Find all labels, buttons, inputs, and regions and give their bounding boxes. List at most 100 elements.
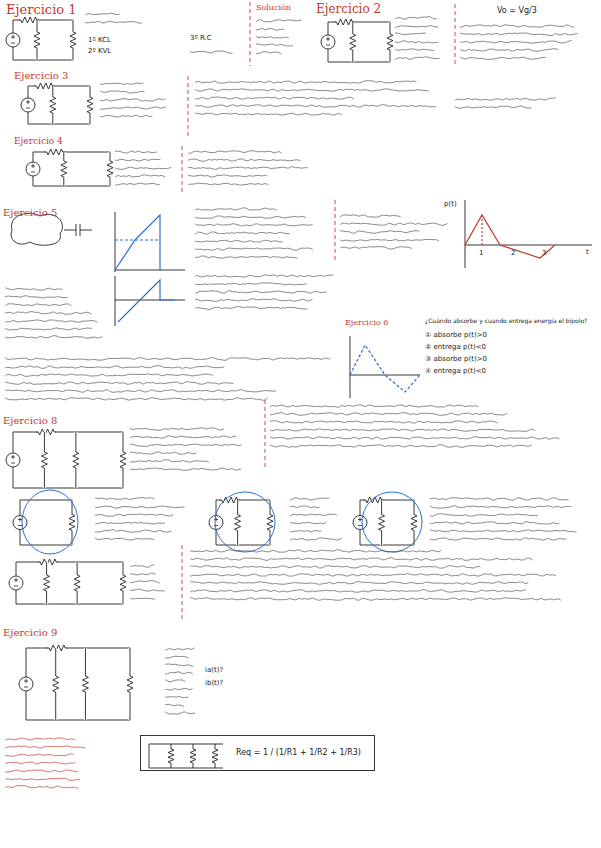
resistor-symbol [74,562,80,604]
plot-line [481,215,482,245]
handwritten-scribble [340,215,401,217]
handwritten-scribble [95,514,173,516]
resistor-symbol [82,648,88,720]
handwritten-scribble [270,421,498,423]
circuit-sketch [321,18,393,62]
note-text: p(t) [444,200,457,208]
handwritten-scribble [340,231,419,234]
handwritten-scribble [100,91,145,93]
handwritten-scribble [195,113,342,115]
handwritten-scribble [165,688,193,690]
separator-line [265,400,266,470]
handwritten-scribble [5,320,97,322]
handwritten-scribble [115,175,166,177]
handwritten-scribble [270,445,532,448]
plot-axes [350,336,420,398]
handwritten-scribble [395,17,437,20]
handwritten-scribble [256,52,282,55]
handwritten-scribble [100,115,152,117]
handwritten-scribble [100,99,166,102]
voltage-source [9,576,23,590]
handwritten-scribble [5,336,102,339]
handwritten-scribble [5,312,92,315]
plot-axes [115,212,185,272]
handwritten-scribble [5,754,74,756]
handwritten-scribble [130,565,154,567]
handwritten-scribble [455,106,531,108]
resistor-symbol [73,432,79,488]
plot-line [465,215,555,258]
separator-line [250,2,251,66]
handwritten-scribble [5,304,72,307]
resistor-symbol [127,648,133,720]
handwritten-scribble [460,49,559,51]
note-text: ¿Cuándo absorbe y cuando entrega energía… [425,318,587,325]
handwritten-scribble [195,232,290,235]
handwritten-scribble [130,581,160,584]
exercise-heading: Solución [256,3,291,12]
handwritten-scribble [130,436,236,438]
voltage-source [6,33,20,47]
handwritten-scribble [115,151,157,153]
source-sign [14,578,18,586]
exercise-heading: Ejercicio 8 [3,415,57,427]
note-text: t [586,248,589,256]
circuit-sketch [6,428,126,488]
source-sign [31,164,35,172]
handwritten-scribble [190,558,533,561]
circuit-sketch [21,82,93,124]
handwritten-scribble [5,390,276,393]
plot-axes [465,200,592,268]
handwritten-scribble [340,223,448,225]
source-sign [26,100,30,108]
handwritten-scribble [188,183,268,185]
handwritten-scribble [190,598,561,600]
handwritten-scribble [130,598,155,599]
handwritten-scribble [290,530,322,532]
handwritten-scribble [195,291,326,294]
handwritten-scribble [256,44,293,46]
handwritten-scribble [195,105,436,108]
handwritten-scribble [130,589,165,591]
plot-line [115,239,160,240]
handwritten-scribble [190,582,528,585]
handwritten-scribble [5,738,76,741]
handwritten-scribble [256,20,301,22]
handwritten-scribble [395,33,426,35]
plot-line [350,345,420,392]
separator-line [455,4,456,66]
note-text: ③ absorbe p(t)>0 [425,355,487,363]
handwritten-scribble [5,296,68,298]
handwritten-scribble [395,57,440,59]
handwritten-scribble [290,498,329,500]
handwritten-scribble [115,183,160,185]
handwritten-scribble [190,590,526,593]
handwritten-scribble [5,328,92,330]
handwritten-scribble [115,167,171,169]
handwritten-scribble [130,452,197,454]
handwritten-scribble [395,26,438,28]
highlight-circle [362,492,422,552]
handwritten-scribble [430,522,559,524]
handwritten-scribble [188,151,282,154]
handwritten-scribble [190,51,233,53]
exercise-heading: Ejercicio 1 [6,3,77,18]
separator-line [182,146,183,192]
resistor-symbol [50,86,56,124]
handwritten-scribble [130,573,156,575]
resistor-symbol [36,429,56,435]
handwritten-scribble [430,506,571,508]
source-sign [11,35,15,43]
source-sign [11,455,15,463]
source-sign [358,518,362,526]
handwritten-scribble [188,167,308,170]
note-text: ib(t)? [205,679,223,687]
handwritten-scribble [165,712,195,714]
wire [360,500,414,545]
circuit-sketch [9,558,126,604]
handwritten-scribble [5,382,233,385]
handwritten-scribble [165,672,193,674]
wire [20,500,72,545]
resistor-symbol [350,22,356,62]
